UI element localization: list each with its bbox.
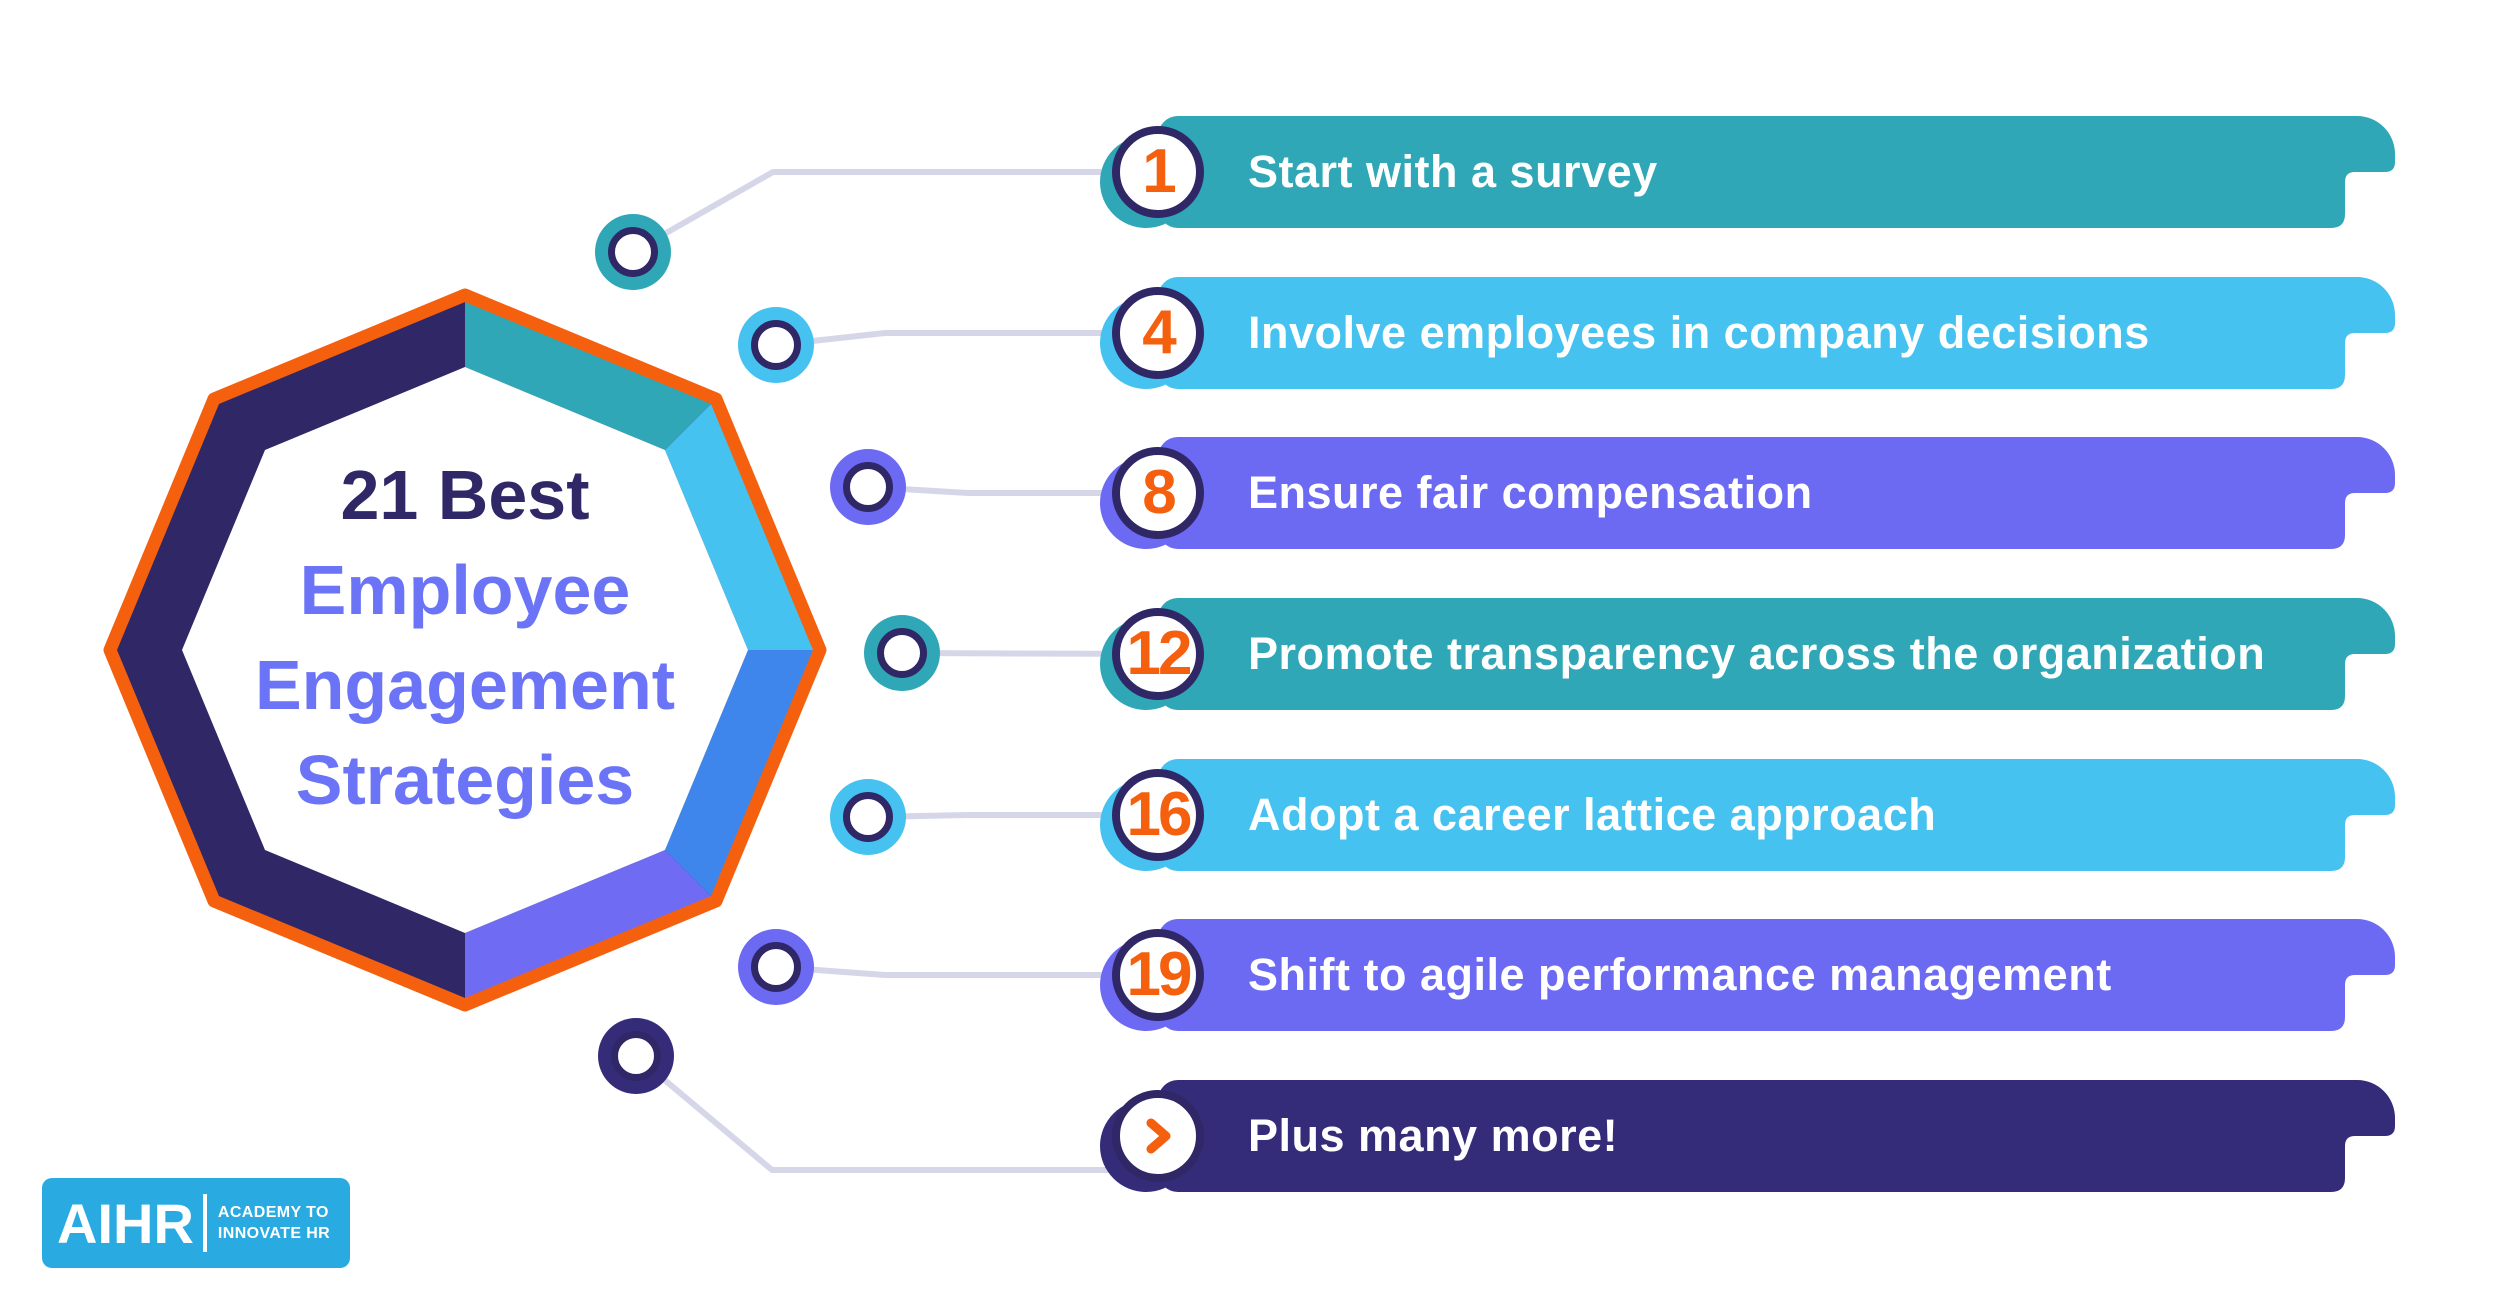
chevron-right-icon [1146, 1118, 1171, 1154]
node-inner-ring [751, 320, 801, 370]
strategy-number-badge [1112, 1090, 1204, 1182]
title-line: Employee [299, 551, 631, 629]
node-inner-ring [751, 942, 801, 992]
logo-divider [202, 1194, 207, 1252]
strategy-number: 12 [1126, 618, 1193, 688]
aihr-logo: AIHR ACADEMY TO INNOVATE HR [42, 1178, 350, 1268]
strategy-number-badge: 4 [1112, 287, 1204, 379]
node-inner-ring [611, 1031, 661, 1081]
title-line: Strategies [295, 741, 635, 819]
bar-shape [1158, 919, 2395, 1031]
strategy-bar-5: 16 Adopt a career lattice approach [1100, 759, 2395, 871]
strategy-number-badge: 19 [1112, 929, 1204, 1021]
strategy-bar-4: 12 Promote transparency across the organ… [1100, 598, 2395, 710]
connector-node-6 [738, 929, 814, 1005]
title-line: 21 Best [340, 456, 590, 534]
bar-shape [1158, 437, 2395, 549]
strategy-number-badge: 8 [1112, 447, 1204, 539]
title-line: Engagement [254, 646, 676, 724]
page-title: 21 Best Employee Engagement Strategies [145, 448, 785, 828]
octagon-segment-royalblue [665, 650, 820, 901]
connector-node-7 [598, 1018, 674, 1094]
node-inner-ring [877, 628, 927, 678]
strategy-label: Involve employees in company decisions [1248, 307, 2150, 358]
strategy-bar-3: 8 Ensure fair compensation [1100, 437, 2395, 549]
octagon-segment-lightblue [665, 399, 820, 650]
octagon-segment-periwinkle [465, 850, 716, 1005]
bar-shape [1158, 116, 2395, 228]
logo-tagline-line: ACADEMY TO [217, 1204, 329, 1221]
strategy-number: 16 [1126, 779, 1193, 849]
connector-node-2 [738, 307, 814, 383]
octagon-segment-teal [465, 295, 716, 450]
strategy-bar-1: 1 Start with a survey [1100, 116, 2395, 228]
node-inner-ring [843, 792, 893, 842]
connector-line-1 [631, 169, 1162, 255]
bar-shape [1158, 1080, 2395, 1192]
strategy-bar-2: 4 Involve employees in company decisions [1100, 277, 2395, 389]
node-inner-ring [608, 227, 658, 277]
strategy-number: 1 [1142, 136, 1177, 206]
logo-tagline-line: INNOVATE HR [217, 1225, 331, 1242]
logo-brand-text: AIHR [57, 1191, 194, 1255]
connector-node-3 [830, 449, 906, 525]
strategy-number-badge: 16 [1112, 769, 1204, 861]
strategy-bar-7: Plus many more! [1100, 1080, 2395, 1192]
strategy-number: 19 [1126, 939, 1193, 1009]
connector-node-4 [864, 615, 940, 691]
octagon-inner-white [182, 367, 748, 933]
connector-node-5 [830, 779, 906, 855]
strategy-label: Shift to agile performance management [1248, 949, 2112, 1000]
bar-shape [1158, 277, 2395, 389]
logo-tagline: ACADEMY TO INNOVATE HR [218, 1202, 330, 1244]
strategy-number-badge: 12 [1112, 608, 1204, 700]
bar-shape [1158, 759, 2395, 871]
node-inner-ring [843, 462, 893, 512]
strategy-number-badge: 1 [1112, 126, 1204, 218]
strategy-bar-6: 19 Shift to agile performance management [1100, 919, 2395, 1031]
strategy-label: Ensure fair compensation [1248, 467, 1813, 518]
strategy-label: Promote transparency across the organiza… [1248, 628, 2266, 679]
bar-shape [1158, 598, 2395, 710]
strategy-label: Plus many more! [1248, 1110, 1619, 1161]
octagon-orange-outline [103, 288, 827, 1012]
strategy-label: Start with a survey [1248, 146, 1658, 197]
strategy-number: 4 [1142, 297, 1177, 367]
strategy-number: 8 [1142, 457, 1177, 527]
connector-line-7 [634, 1053, 1162, 1173]
connector-node-1 [595, 214, 671, 290]
octagon-graphic [103, 288, 827, 1012]
strategy-label: Adopt a career lattice approach [1248, 789, 1937, 840]
